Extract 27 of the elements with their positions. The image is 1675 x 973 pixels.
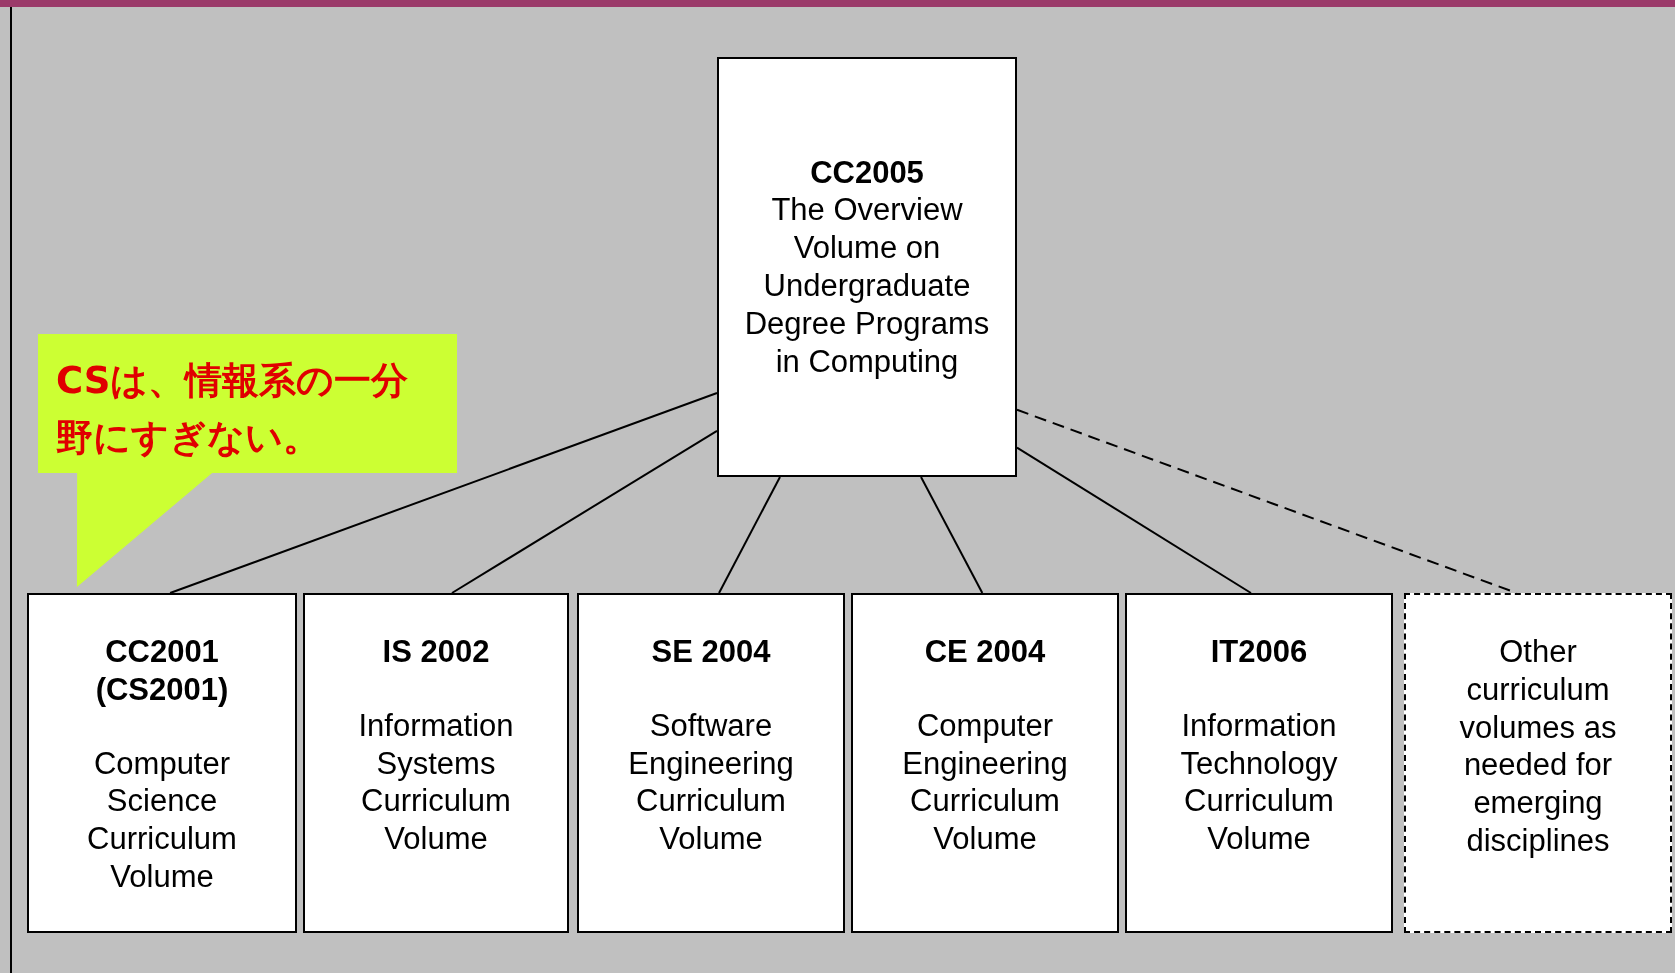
connector-line (169, 392, 718, 594)
box-heading: CC2005 (810, 153, 924, 192)
curriculum-box (717, 57, 1017, 477)
box-heading: IT2006 (1210, 633, 1308, 671)
curriculum-box (303, 593, 569, 933)
box-heading: CE 2004 (924, 633, 1046, 671)
box-heading: CC2001 (CS2001) (94, 633, 230, 709)
box-description: The Overview Volume on Undergraduate Degree Programs in Computing (743, 191, 991, 381)
box-description: Information Systems Curriculum Volume (357, 706, 515, 859)
connector-line (1016, 446, 1252, 594)
connector-line (920, 476, 984, 594)
callout-pointer (76, 473, 213, 587)
curriculum-box (851, 593, 1119, 933)
connector-line (450, 429, 718, 594)
curriculum-box (27, 593, 297, 933)
curriculum-box (577, 593, 845, 933)
box-heading: SE 2004 (651, 633, 771, 671)
connector-line (718, 476, 781, 594)
callout-text: CSは、情報系の一分野にすぎない。 (56, 358, 410, 462)
box-description: Information Technology Curriculum Volume (1179, 706, 1339, 859)
box-heading: IS 2002 (382, 633, 490, 671)
curriculum-box (1404, 593, 1672, 933)
box-description: Other curriculum volumes as needed for emerging disciplines (1458, 633, 1618, 860)
box-description: Computer Science Curriculum Volume (86, 744, 238, 896)
curriculum-box (1125, 593, 1393, 933)
box-description: Software Engineering Curriculum Volume (627, 706, 795, 859)
box-description: Computer Engineering Curriculum Volume (901, 706, 1069, 859)
